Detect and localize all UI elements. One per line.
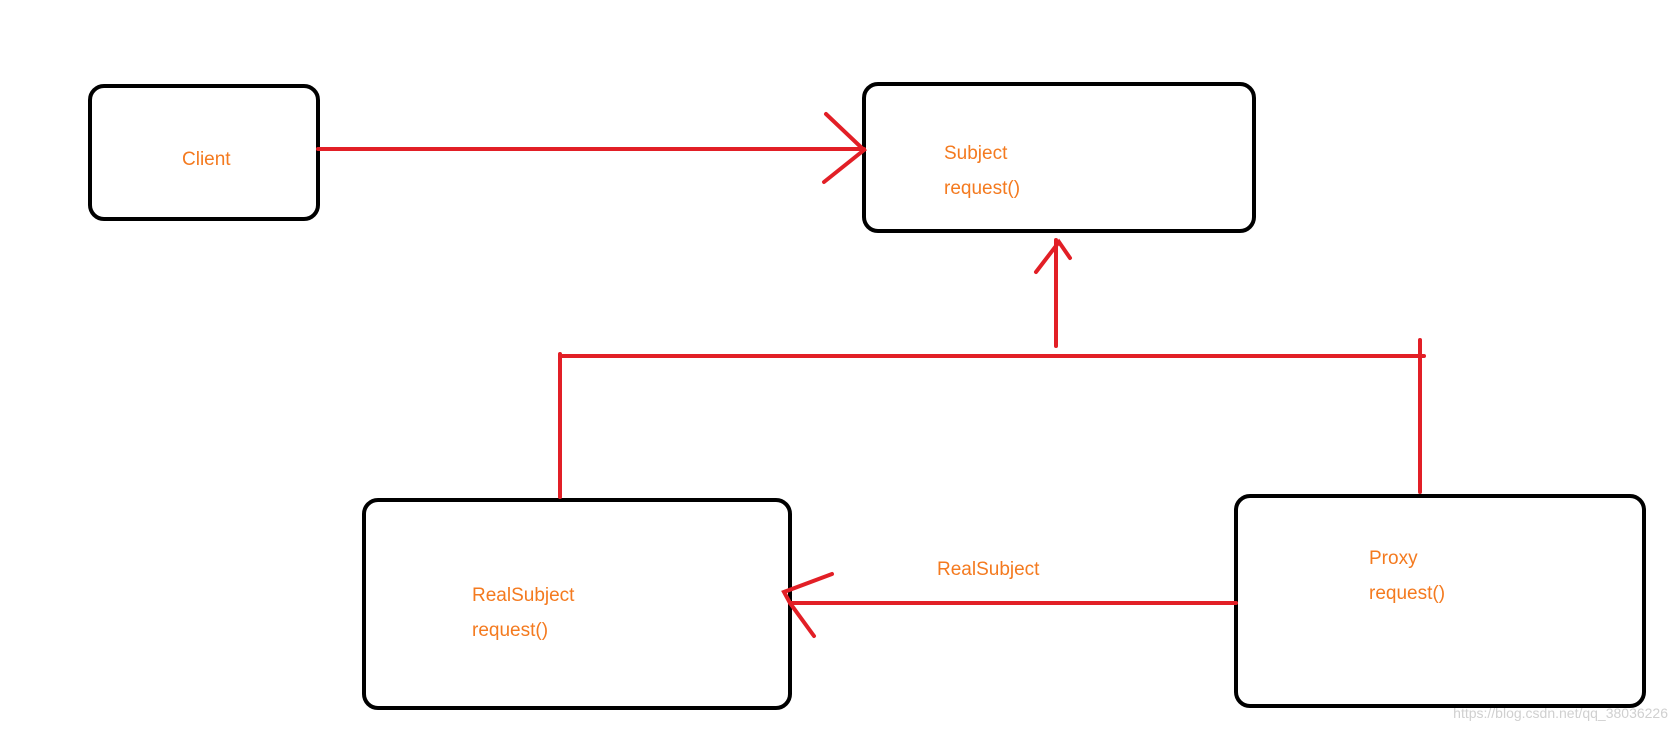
inheritance-arrowhead [1034, 238, 1072, 274]
client-to-subject-arrowhead [822, 112, 868, 184]
proxy-title: Proxy [1369, 548, 1418, 569]
client-box [88, 84, 320, 221]
watermark-url: https://blog.csdn.net/qq_38036226 [1453, 705, 1668, 721]
real-subject-title: RealSubject [472, 585, 575, 606]
real-subject-box [362, 498, 792, 710]
proxy-to-real-subject-arrowhead [781, 572, 834, 638]
subject-title: Subject [944, 143, 1008, 164]
real-subject-method: request() [472, 620, 548, 641]
subject-method: request() [944, 178, 1020, 199]
subject-box [862, 82, 1256, 233]
proxy-method: request() [1369, 583, 1445, 604]
proxy-to-real-subject-label: RealSubject [937, 559, 1040, 580]
client-label: Client [182, 149, 231, 170]
